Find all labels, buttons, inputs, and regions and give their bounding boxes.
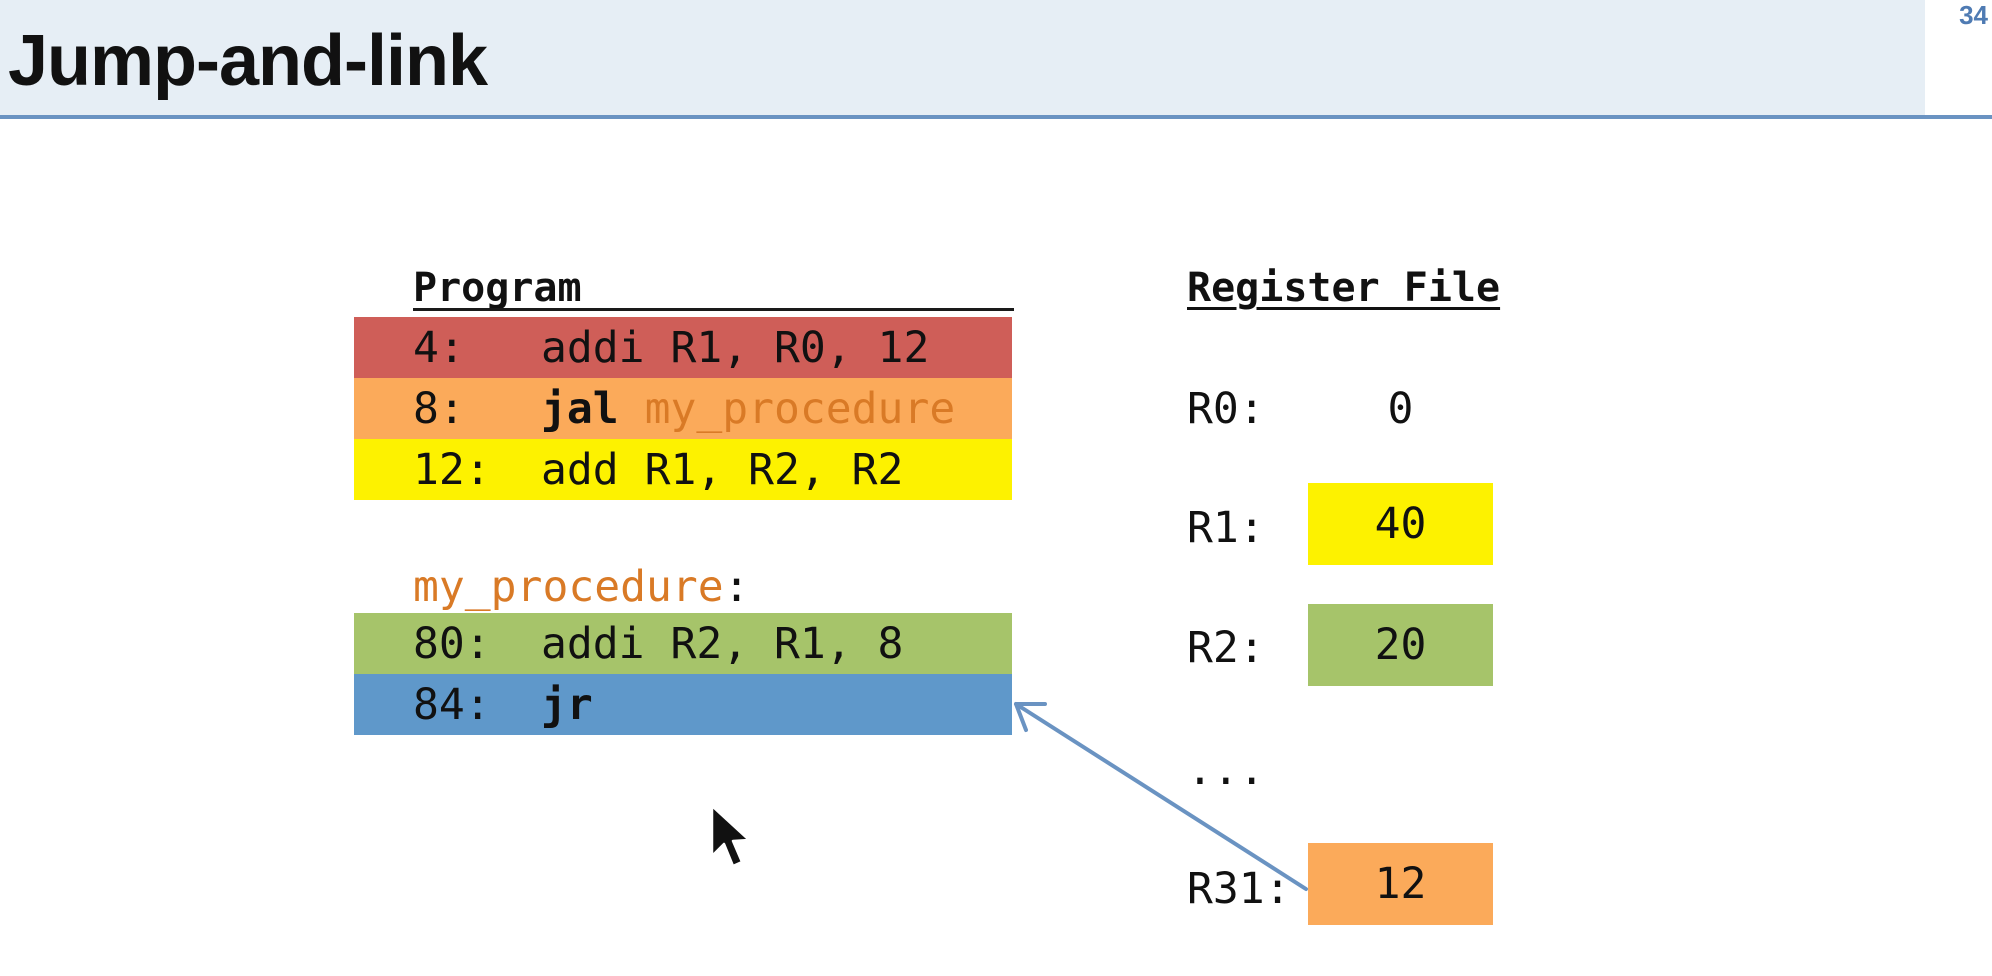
- code-instruction: add R1, R2, R2: [541, 445, 903, 495]
- arrow-line: [1014, 702, 1308, 891]
- register-label-r1: R1:: [1187, 503, 1265, 553]
- code-row-addi-r2: 80: addi R2, R1, 8: [354, 613, 1012, 674]
- code-instruction: jal my_procedure: [541, 384, 955, 434]
- slide-title: Jump-and-link: [8, 21, 488, 101]
- operands: R1, R2, R2: [644, 445, 904, 495]
- jump-target: my_procedure: [644, 384, 956, 434]
- register-file-heading: Register File: [1187, 265, 1501, 311]
- register-value-r2: 20: [1308, 604, 1493, 686]
- slide-header-corner: 34: [1925, 0, 1992, 119]
- register-value-r0: 0: [1387, 384, 1414, 434]
- register-label-r0: R0:: [1187, 384, 1265, 434]
- mouse-cursor-icon: [710, 804, 751, 868]
- register-label-r31: R31:: [1187, 864, 1291, 914]
- procedure-label: my_procedure:: [413, 562, 750, 612]
- opcode: addi: [541, 323, 645, 373]
- program-underline: [413, 308, 1014, 311]
- program-heading: Program: [413, 265, 582, 311]
- procedure-name: my_procedure: [413, 562, 724, 612]
- arrow-head: [1014, 702, 1047, 732]
- code-address: 84:: [413, 680, 491, 730]
- opcode: jr: [541, 680, 593, 730]
- code-address: 8:: [413, 384, 465, 434]
- code-row-add-r1: 12: add R1, R2, R2: [354, 439, 1012, 500]
- code-instruction: addi R2, R1, 8: [541, 619, 903, 669]
- register-value-r31: 12: [1308, 843, 1493, 925]
- opcode: jal: [541, 384, 619, 434]
- procedure-colon: :: [723, 562, 750, 612]
- code-address: 80:: [413, 619, 491, 669]
- operands: R2, R1, 8: [670, 619, 904, 669]
- opcode: addi: [541, 619, 645, 669]
- slide-header: Jump-and-link: [0, 0, 1925, 119]
- code-instruction: addi R1, R0, 12: [541, 323, 929, 373]
- register-value-r1: 40: [1308, 483, 1493, 565]
- code-row-jr: 84: jr: [354, 674, 1012, 735]
- code-row-jal: 8: jal my_procedure: [354, 378, 1012, 439]
- page-number: 34: [1959, 0, 1988, 30]
- opcode: add: [541, 445, 619, 495]
- register-ellipsis: ...: [1187, 745, 1265, 795]
- register-label-r2: R2:: [1187, 623, 1265, 673]
- operands: R1, R0, 12: [670, 323, 930, 373]
- code-address: 4:: [413, 323, 465, 373]
- code-instruction: jr: [541, 680, 593, 730]
- code-address: 12:: [413, 445, 491, 495]
- code-row-addi-r1: 4: addi R1, R0, 12: [354, 317, 1012, 378]
